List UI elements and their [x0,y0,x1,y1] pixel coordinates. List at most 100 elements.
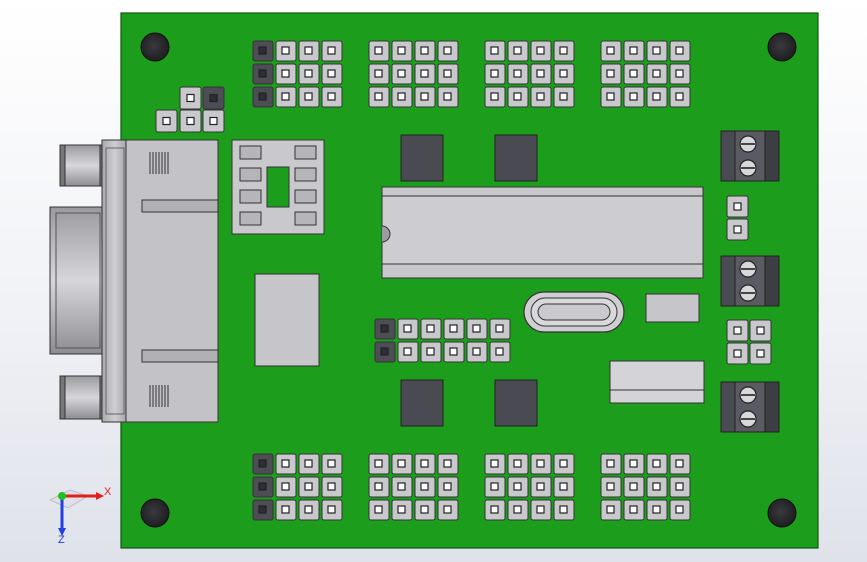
header-pin [733,349,742,358]
header-pin [495,347,504,356]
header-pin [304,46,313,55]
header-pin [420,46,429,55]
header-pin [304,92,313,101]
regulator-module [609,360,705,404]
header-pin [258,482,267,491]
header-pin [629,92,638,101]
header-bottom-1 [252,453,343,521]
header-pin [403,324,412,333]
header-bottom-4 [600,453,691,521]
header-pin [733,225,742,234]
header-pin [186,116,195,126]
pcb-board [120,12,819,549]
header-pin [490,92,499,101]
header-pin [258,69,267,78]
header-pin [258,92,267,101]
header-pin [559,69,568,78]
header-pin [490,459,499,468]
header-pin [559,92,568,101]
header-pin [281,505,290,514]
header-pin [606,459,615,468]
db9-spring-bottom [149,385,169,407]
mounting-hole-top-right [767,32,797,62]
header-pin [559,482,568,491]
header-pin [536,92,545,101]
capacitor-box [645,293,700,323]
header-pin [606,46,615,55]
header-pin [420,92,429,101]
header-pin [513,505,522,514]
header-pin [374,482,383,491]
header-pin [420,69,429,78]
z-axis-label: Z [58,534,65,546]
header-pin [258,505,267,514]
header-pin [606,92,615,101]
header-pin [490,69,499,78]
header-pin [426,347,435,356]
header-pin [209,116,218,126]
x-arrow-head [96,492,104,500]
header-pin [327,459,336,468]
header-pin [443,46,452,55]
header-pin [380,347,389,356]
header-pin [397,92,406,101]
header-pin [513,46,522,55]
header-pin [606,69,615,78]
header-pin [186,93,195,103]
header-pin [327,92,336,101]
header-pin [675,46,684,55]
view-triad[interactable]: X Z [44,480,114,554]
header-pin [652,92,661,101]
z-arrow-head [58,528,66,536]
header-top-2 [368,40,459,108]
header-pin [327,482,336,491]
header-pin [629,505,638,514]
header-pin [513,459,522,468]
header-pin [397,459,406,468]
crystal-oscillator [523,291,625,333]
header-pin [374,459,383,468]
header-pin [443,459,452,468]
header-pin [490,482,499,491]
header-pin [420,482,429,491]
chip-top-right [494,134,538,182]
pin-headers [155,40,691,521]
header-pin [472,347,481,356]
header-top-1 [252,40,343,108]
triad-plane [48,489,90,509]
header-pin [304,482,313,491]
jumper-headers [726,195,772,365]
header-pin [258,46,267,55]
header-pin [629,459,638,468]
db9-spring-top [149,152,169,174]
header-pin [397,46,406,55]
header-pin [490,505,499,514]
header-pin [559,46,568,55]
header-pin [472,324,481,333]
header-pin [420,459,429,468]
header-pin [281,46,290,55]
header-pin [327,69,336,78]
header-pin [652,46,661,55]
header-pin [374,69,383,78]
header-pin [629,482,638,491]
header-pin [327,505,336,514]
header-pin [397,505,406,514]
header-small-top-left [155,86,225,133]
header-pin [327,46,336,55]
db9-body [125,139,219,423]
header-pin [675,92,684,101]
mounting-holes [140,32,797,528]
screw-terminal [720,255,780,307]
header-pin [536,46,545,55]
header-pin [397,482,406,491]
chip-bottom-right [494,379,538,427]
header-pin [675,69,684,78]
header-pin [536,482,545,491]
header-pin [449,347,458,356]
header-pin [374,92,383,101]
header-pin [513,482,522,491]
header-pin [490,46,499,55]
header-pin [449,324,458,333]
